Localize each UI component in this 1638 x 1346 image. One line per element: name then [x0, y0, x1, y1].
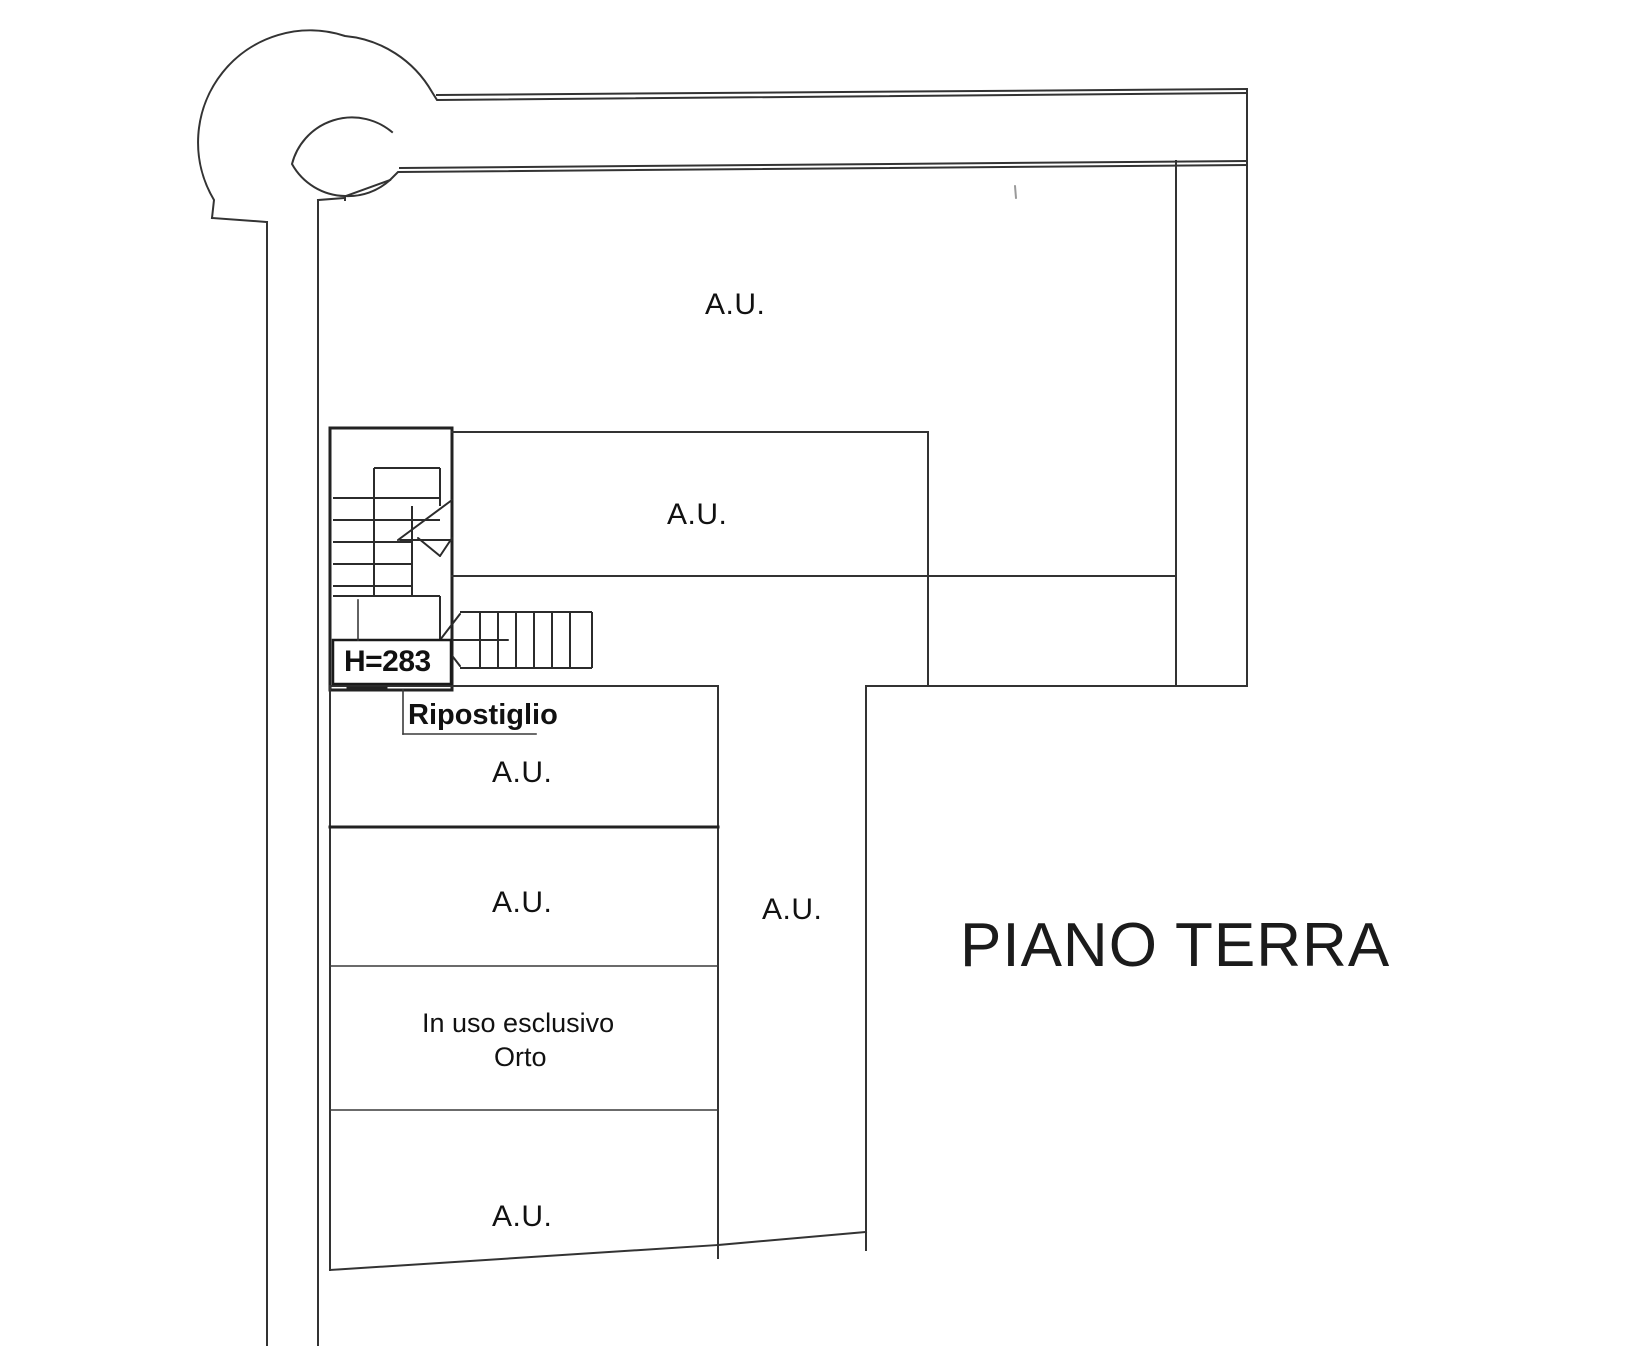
- room-label-garden-plot-2: A.U.: [492, 886, 553, 919]
- scan-artifact: [1014, 185, 1017, 199]
- room-label-upper-court: A.U.: [705, 288, 766, 321]
- stair-flight-vertical: [333, 467, 453, 680]
- height-note-label: H=283: [344, 645, 431, 678]
- right-strip: [716, 1230, 868, 1247]
- middle-block: [451, 431, 1177, 1251]
- exclusive-use-line1: In uso esclusivo: [422, 1008, 615, 1038]
- garden-plots: [328, 685, 720, 1272]
- height-callout: [331, 599, 453, 690]
- drawing-title: PIANO TERRA: [960, 911, 1391, 980]
- top-and-right-walls: [398, 87, 1249, 687]
- room-label-mid-hall: A.U.: [667, 498, 728, 531]
- room-label-right-strip: A.U.: [762, 893, 823, 926]
- curved-wall-head: [197, 29, 1249, 224]
- room-label-garden-plot-1: A.U.: [492, 756, 553, 789]
- exclusive-use-line2: Orto: [494, 1042, 547, 1072]
- room-label-garden-plot-4: A.U.: [492, 1200, 553, 1233]
- left-outer-wall: [266, 196, 347, 1346]
- storage-room-label: Ripostiglio: [408, 699, 558, 731]
- storage-callout: [402, 689, 537, 735]
